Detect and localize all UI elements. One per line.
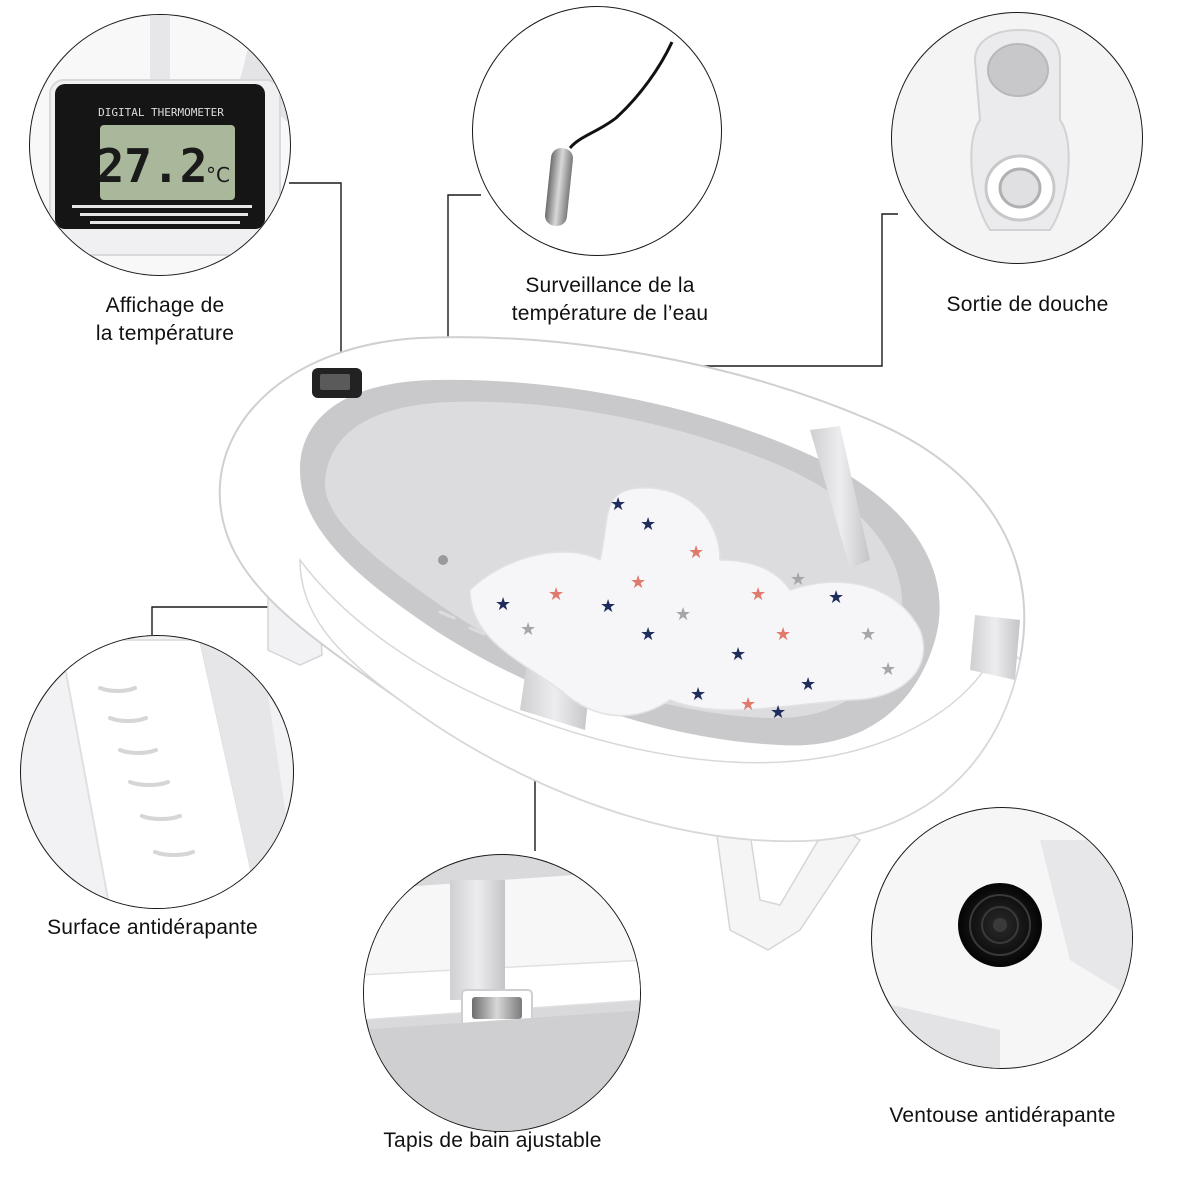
mat-strap — [450, 880, 505, 1000]
thermometer-model-text: DIGITAL THERMOMETER — [98, 106, 224, 119]
shower-cap — [987, 43, 1049, 97]
svg-text:★: ★ — [548, 584, 564, 605]
thermometer-fine-print — [72, 205, 252, 224]
callout-suction-cup — [871, 807, 1133, 1069]
svg-text:★: ★ — [640, 514, 656, 535]
svg-text:★: ★ — [860, 624, 876, 645]
callout-shower-outlet — [891, 12, 1143, 264]
label-shower-outlet: Sortie de douche — [946, 293, 1109, 316]
svg-text:★: ★ — [790, 569, 806, 590]
callout-adjustable-mat — [363, 854, 641, 1132]
svg-text:★: ★ — [640, 624, 656, 645]
lead-temperature-display — [289, 182, 342, 378]
label-temperature-display: Affichage de la température — [60, 292, 270, 348]
svg-text:★: ★ — [688, 542, 704, 563]
callout-water-temperature — [472, 6, 722, 256]
label-temperature-display-line2: la température — [95, 322, 235, 345]
svg-text:★: ★ — [800, 674, 816, 695]
bath-cushion: ★ ★ ★ ★ ★ ★ ★ ★ ★ ★ ★ ★ ★ ★ ★ ★ ★ ★ ★ ★ … — [469, 487, 925, 723]
thermometer-lcd — [100, 125, 235, 200]
mat-buckle — [472, 997, 522, 1019]
svg-text:★: ★ — [828, 587, 844, 608]
svg-text:★: ★ — [740, 694, 756, 715]
label-suction-cup: Ventouse antidérapante — [889, 1104, 1116, 1127]
svg-text:★: ★ — [495, 594, 511, 615]
tub-right-clip — [970, 615, 1020, 680]
svg-text:★: ★ — [750, 584, 766, 605]
callout-non-slip-surface — [20, 635, 294, 909]
thermometer-reading: 27.2 — [97, 139, 208, 193]
svg-text:★: ★ — [770, 702, 786, 723]
label-water-temperature: Surveillance de la température de l’eau — [480, 272, 740, 328]
callout-temperature-display: DIGITAL THERMOMETER 27.2 °C — [29, 14, 291, 276]
probe-tip — [544, 148, 574, 226]
svg-text:★: ★ — [730, 644, 746, 665]
tub-front-rim — [299, 557, 1021, 842]
thermometer-unit: °C — [206, 163, 230, 187]
svg-text:★: ★ — [630, 572, 646, 593]
tub-back-strap — [810, 426, 870, 568]
svg-text:★: ★ — [675, 604, 691, 625]
shower-drain — [998, 167, 1042, 209]
probe-wire — [568, 41, 674, 150]
svg-text:★: ★ — [610, 494, 626, 515]
svg-text:★: ★ — [880, 659, 896, 680]
non-slip-grooves — [98, 686, 195, 857]
label-water-temperature-line1: Surveillance de la — [525, 274, 695, 297]
svg-text:★: ★ — [690, 684, 706, 705]
svg-text:★: ★ — [600, 596, 616, 617]
label-non-slip-surface: Surface antidérapante — [47, 916, 258, 939]
label-adjustable-mat: Tapis de bain ajustable — [383, 1129, 602, 1152]
label-temperature-display-line1: Affichage de — [105, 294, 225, 317]
svg-text:★: ★ — [520, 619, 536, 640]
label-water-temperature-line2: température de l’eau — [511, 302, 709, 325]
svg-text:★: ★ — [775, 624, 791, 645]
